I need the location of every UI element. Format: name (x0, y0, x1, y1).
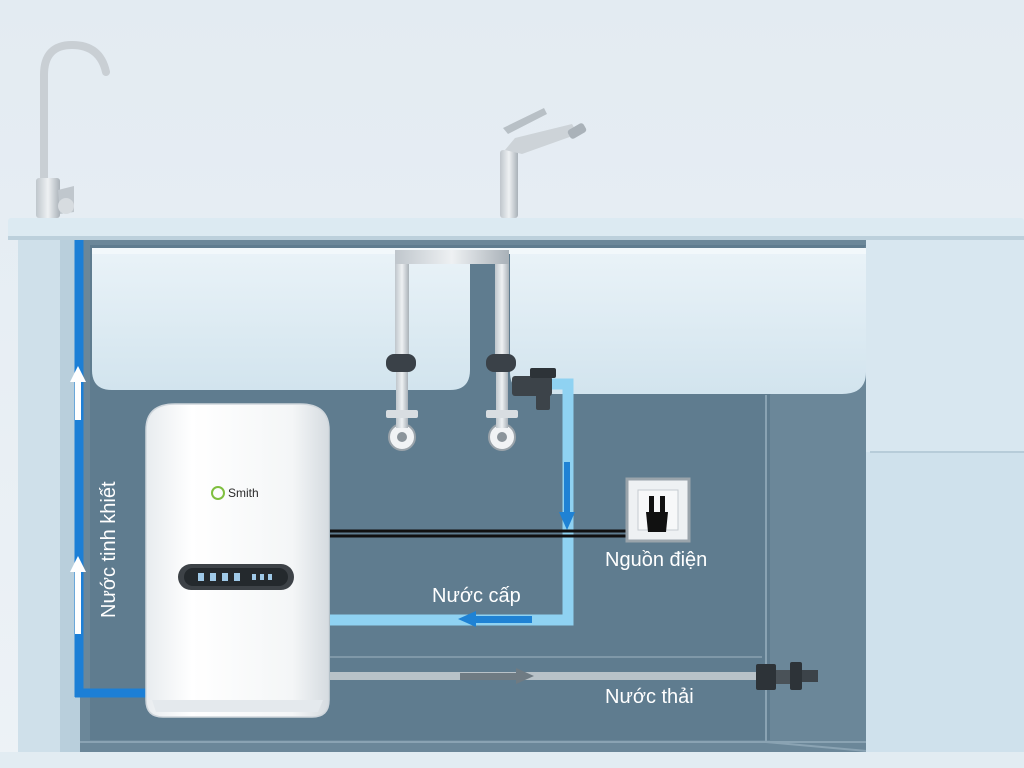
right-cabinet (866, 236, 1024, 452)
power-cable (330, 529, 660, 538)
kitchen-faucet-icon (500, 108, 587, 218)
drain-connector-icon (756, 662, 818, 690)
waste-water-label: Nước thải (605, 686, 694, 708)
pure-water-arrow-up (70, 366, 86, 634)
countertop (8, 218, 1024, 240)
brand-logo: Smith (211, 486, 259, 500)
feed-water-label: Nước cấp (432, 585, 521, 607)
feed-valve-icon (512, 368, 556, 410)
waste-water-arrow-right (460, 668, 534, 684)
brand-name: Smith (228, 486, 259, 500)
floor-strip (0, 752, 1024, 768)
sink-basin-right (510, 248, 866, 394)
feed-water-arrow-left (458, 611, 532, 627)
feed-water-arrow-down (559, 462, 575, 530)
pure-water-label: Nước tinh khiết (98, 481, 120, 618)
ro-purifier-unit (145, 403, 330, 718)
cabinet-corner-line (765, 741, 879, 753)
power-outlet-icon (625, 477, 691, 543)
brand-logo-icon (211, 486, 225, 500)
sink-basin-left (92, 248, 470, 390)
drinking-faucet-icon (36, 40, 110, 218)
waste-water-pipe (330, 656, 762, 680)
sink-drain-pipes (386, 250, 518, 451)
power-source-label: Nguồn điện (605, 549, 708, 571)
